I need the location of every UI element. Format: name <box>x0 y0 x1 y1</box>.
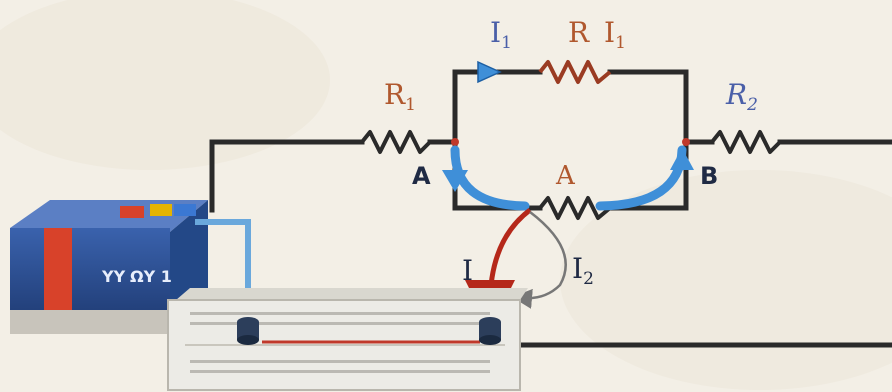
label-resistor-a: A <box>555 161 576 191</box>
label-i1-top-2: I1 <box>604 16 626 53</box>
resistor-r2 <box>710 130 782 154</box>
probe-right <box>479 317 501 345</box>
label-r-top: R <box>568 16 590 49</box>
breadboard <box>167 288 528 391</box>
label-r1: R1 <box>384 78 416 115</box>
label-i2: I2 <box>572 252 594 289</box>
node-b-dot <box>682 138 690 146</box>
battery-lead <box>195 219 251 320</box>
wires <box>209 69 892 348</box>
branch-current-arrow-icon <box>512 211 567 309</box>
top-current-arrow-icon <box>477 60 502 84</box>
labels: I1 R I1 R1 R2 A B A I I2 <box>384 16 758 289</box>
resistor-r-top <box>538 60 612 84</box>
probe-left <box>237 317 259 345</box>
label-r2: R2 <box>725 78 758 115</box>
resistor-r1 <box>360 130 432 154</box>
label-node-b: B <box>700 162 718 190</box>
node-a-dot <box>451 138 459 146</box>
battery-label-left: YY <box>101 267 126 286</box>
battery-label-right: ΩY 1 <box>130 267 172 286</box>
node-a-curve-arrow-icon <box>450 145 530 211</box>
resistor-a-bottom <box>538 196 612 220</box>
label-i1-top: I1 <box>490 16 512 53</box>
resistors <box>360 60 782 220</box>
label-i-main: I <box>462 254 473 287</box>
label-node-a: A <box>412 162 431 190</box>
